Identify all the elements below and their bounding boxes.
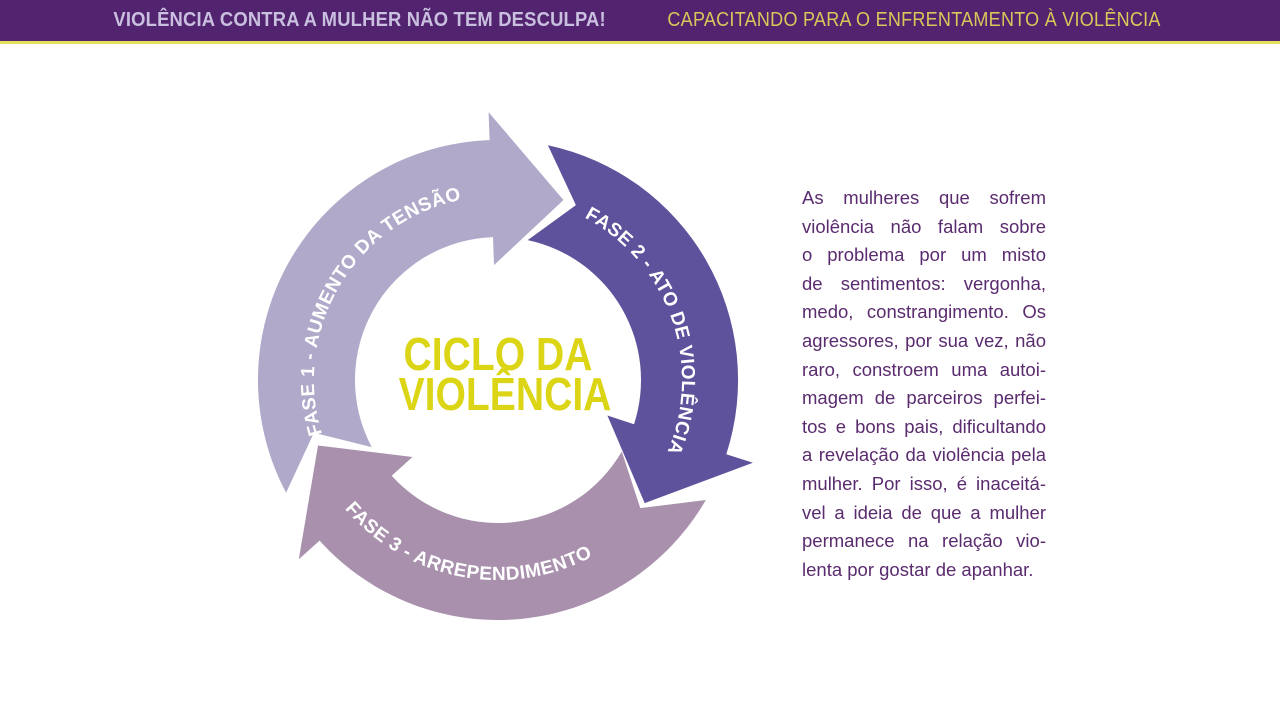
description-paragraph: As mulheres que sofrem violência não fala… (802, 184, 1046, 584)
phase-3-arrow (298, 445, 706, 621)
paragraph-line: raro, constroem uma autoi- (802, 358, 1046, 380)
paragraph-line: As mulheres que sofrem (802, 187, 1046, 208)
cycle-title-line-1: CICLO DA (404, 329, 593, 381)
phase-2-arrow (527, 145, 753, 504)
paragraph-line: vel a ideia de que a mulher (802, 501, 1046, 523)
paragraph-line: mulher. Por isso, é inaceitá- (802, 472, 1046, 494)
header-title: VIOLÊNCIA CONTRA A MULHER NÃO TEM DESCUL… (113, 9, 607, 31)
paragraph-line: magem de parceiros perfei- (802, 387, 1046, 409)
paragraph-line: medo, constrangimento. Os (802, 301, 1046, 323)
paragraph-line: o problema por um misto (802, 244, 1046, 266)
paragraph-line: tos e bons pais, dificultando (802, 415, 1046, 437)
paragraph-line: permanece na relação vio- (802, 530, 1046, 552)
header-banner: VIOLÊNCIA CONTRA A MULHER NÃO TEM DESCUL… (0, 0, 1280, 44)
header-subtitle: CAPACITANDO PARA O ENFRENTAMENTO À VIOLÊ… (666, 9, 1161, 31)
cycle-title-line-2: VIOLÊNCIA (399, 368, 612, 421)
paragraph-line: agressores, por sua vez, não (802, 329, 1046, 351)
phase-1-arrow (257, 112, 564, 493)
paragraph-line: violência não falam sobre (802, 215, 1046, 237)
paragraph-line: de sentimentos: vergonha, (802, 272, 1046, 294)
paragraph-line: lenta por gostar de apanhar. (802, 558, 1034, 580)
paragraph-line: a revelação da violência pela (802, 444, 1046, 466)
